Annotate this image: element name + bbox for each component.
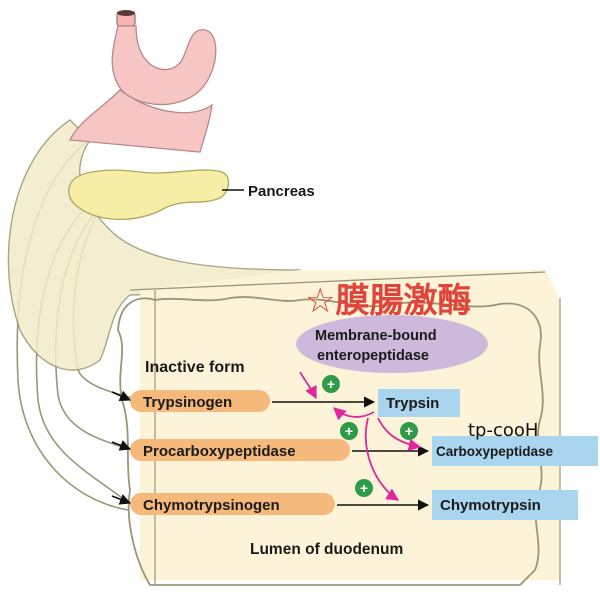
chymotrypsinogen-label: Chymotrypsinogen (143, 497, 280, 514)
arrow-duct-chymotrypsinogen (111, 494, 132, 505)
svg-text:+: + (345, 423, 353, 439)
trypsin-box (378, 389, 460, 417)
plus-icon: + (400, 422, 418, 440)
plus-icon: + (340, 422, 358, 440)
plus-icon: + (322, 375, 340, 393)
membrane-label-line2: enteropeptidase (317, 348, 429, 364)
handwritten-note: tp-cooH (468, 420, 538, 441)
svg-text:+: + (360, 480, 368, 496)
plus-icon: + (355, 479, 373, 497)
stomach-lower (68, 89, 213, 153)
arrow-duct-trypsinogen (111, 390, 132, 402)
tube-connector (7, 119, 301, 371)
trypsin-label: Trypsin (386, 395, 439, 412)
enteropeptidase-ellipse (296, 315, 488, 373)
carboxypeptidase-label: Carboxypeptidase (436, 444, 554, 459)
pancreas-label: Pancreas (248, 183, 315, 200)
lumen-label: Lumen of duodenum (250, 541, 403, 558)
svg-text:+: + (327, 376, 335, 392)
membrane-label-line1: Membrane-bound (315, 328, 437, 344)
carboxypeptidase-box (432, 436, 598, 466)
duodenum-wall (117, 296, 544, 586)
svg-text:+: + (405, 423, 413, 439)
trypsinogen-label: Trypsinogen (143, 394, 232, 411)
chymotrypsin-box (432, 490, 578, 520)
procarboxypeptidase-label: Procarboxypeptidase (143, 443, 296, 460)
inactive-form-heading: Inactive form (145, 359, 245, 376)
magenta-arrow-trypsin-to-chymotrypsinogen (364, 417, 400, 501)
magenta-arrow-enteropeptidase-to-trypsinogen (299, 371, 317, 400)
stomach (111, 25, 217, 106)
trypsinogen-box (130, 390, 270, 412)
pancreas (68, 169, 230, 221)
procarboxypeptidase-box (130, 439, 350, 461)
duodenum-top (129, 271, 546, 291)
chymotrypsin-label: Chymotrypsin (440, 497, 541, 514)
magenta-arrow-trypsin-to-procarboxy (377, 417, 422, 451)
chymotrypsinogen-box (130, 493, 335, 515)
arrow-duct-procarboxy (111, 440, 132, 451)
handwritten-title: ☆膜腸激酶 (305, 281, 471, 321)
magenta-arrow-trypsin-self (333, 407, 375, 421)
